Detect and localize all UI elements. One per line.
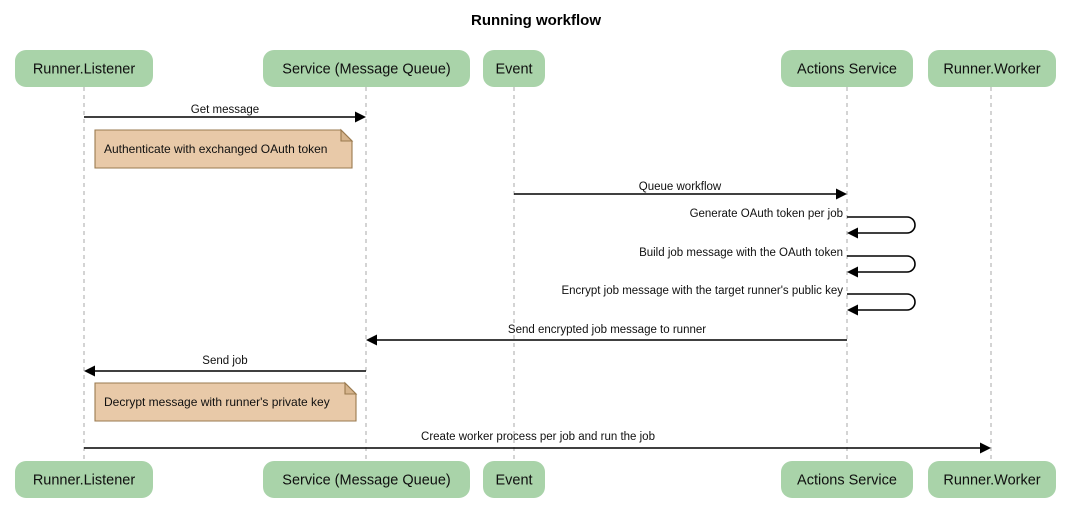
lifelines-layer — [83, 87, 992, 461]
note-label: Authenticate with exchanged OAuth token — [104, 142, 327, 156]
message-loop-path — [847, 216, 916, 234]
message-build-job-message-with-the-oauth-token[interactable]: Build job message with the OAuth token — [639, 247, 916, 278]
arrowhead — [355, 111, 366, 123]
message-label: Queue workflow — [639, 181, 722, 193]
message-label: Build job message with the OAuth token — [639, 247, 843, 259]
participant-label: Event — [495, 472, 532, 488]
message-get-message[interactable]: Get message — [84, 104, 366, 123]
note-authenticate-with-exchanged-oauth-token: Authenticate with exchanged OAuth token — [94, 128, 354, 169]
participant-box — [781, 461, 913, 498]
participant-label: Runner.Listener — [33, 61, 136, 77]
message-label: Encrypt job message with the target runn… — [561, 285, 843, 297]
arrowhead — [980, 442, 991, 454]
participant-label: Runner.Worker — [943, 472, 1040, 488]
participant-event-header[interactable]: Event — [483, 50, 545, 87]
message-create-worker-process-per-job-and-run-the-job[interactable]: Create worker process per job and run th… — [84, 431, 991, 454]
participant-box — [483, 50, 545, 87]
participant-service-message-queue-footer[interactable]: Service (Message Queue) — [263, 461, 470, 498]
participant-service-message-queue-header[interactable]: Service (Message Queue) — [263, 50, 470, 87]
participant-event-footer[interactable]: Event — [483, 461, 545, 498]
participant-box — [15, 50, 153, 87]
participant-box — [263, 50, 470, 87]
note-label: Decrypt message with runner's private ke… — [104, 395, 330, 409]
participant-runner-listener-header[interactable]: Runner.Listener — [15, 50, 153, 87]
participant-label: Event — [495, 61, 532, 77]
arrowhead — [836, 188, 847, 200]
message-send-job[interactable]: Send job — [84, 355, 366, 377]
message-label: Generate OAuth token per job — [690, 208, 843, 220]
participant-box — [928, 50, 1056, 87]
note-fold-corner-icon — [340, 128, 354, 142]
participant-runner-worker-footer[interactable]: Runner.Worker — [928, 461, 1056, 498]
message-label: Send job — [202, 355, 247, 367]
participant-box — [928, 461, 1056, 498]
participant-box — [781, 50, 913, 87]
message-label: Create worker process per job and run th… — [421, 431, 655, 443]
notes-layer: Authenticate with exchanged OAuth tokenD… — [94, 128, 358, 422]
participant-runner-listener-footer[interactable]: Runner.Listener — [15, 461, 153, 498]
participant-box — [483, 461, 545, 498]
participant-box — [263, 461, 470, 498]
participant-actions-service-header[interactable]: Actions Service — [781, 50, 913, 87]
participant-runner-worker-header[interactable]: Runner.Worker — [928, 50, 1056, 87]
note-body — [94, 129, 353, 169]
arrowhead — [847, 304, 858, 316]
message-send-encrypted-job-message-to-runner[interactable]: Send encrypted job message to runner — [366, 324, 847, 346]
arrowhead — [847, 227, 858, 239]
participant-label: Actions Service — [797, 472, 897, 488]
participant-label: Runner.Worker — [943, 61, 1040, 77]
message-generate-oauth-token-per-job[interactable]: Generate OAuth token per job — [690, 208, 916, 239]
participant-label: Actions Service — [797, 61, 897, 77]
arrowhead — [84, 365, 95, 377]
page-title: Running workflow — [471, 12, 601, 29]
participant-label: Service (Message Queue) — [282, 61, 450, 77]
participant-label: Runner.Listener — [33, 472, 136, 488]
message-queue-workflow[interactable]: Queue workflow — [514, 181, 847, 200]
participants-header-layer: Runner.Listener Service (Message Queue) Ev… — [15, 50, 1056, 87]
arrowhead — [366, 334, 377, 346]
participant-actions-service-footer[interactable]: Actions Service — [781, 461, 913, 498]
message-loop-path — [847, 255, 916, 273]
note-decrypt-message-with-runners-private-key: Decrypt message with runner's private ke… — [94, 381, 358, 422]
arrowhead — [847, 266, 858, 278]
participant-label: Service (Message Queue) — [282, 472, 450, 488]
message-loop-path — [847, 293, 916, 311]
message-label: Get message — [191, 104, 259, 116]
note-body — [94, 382, 357, 422]
participants-footer-layer: Runner.Listener Service (Message Queue) Ev… — [15, 461, 1056, 498]
participant-box — [15, 461, 153, 498]
note-fold-corner-icon — [344, 381, 358, 395]
message-encrypt-job-message-with-the-target-runners-public-key[interactable]: Encrypt job message with the target runn… — [561, 285, 916, 316]
message-label: Send encrypted job message to runner — [508, 324, 706, 336]
